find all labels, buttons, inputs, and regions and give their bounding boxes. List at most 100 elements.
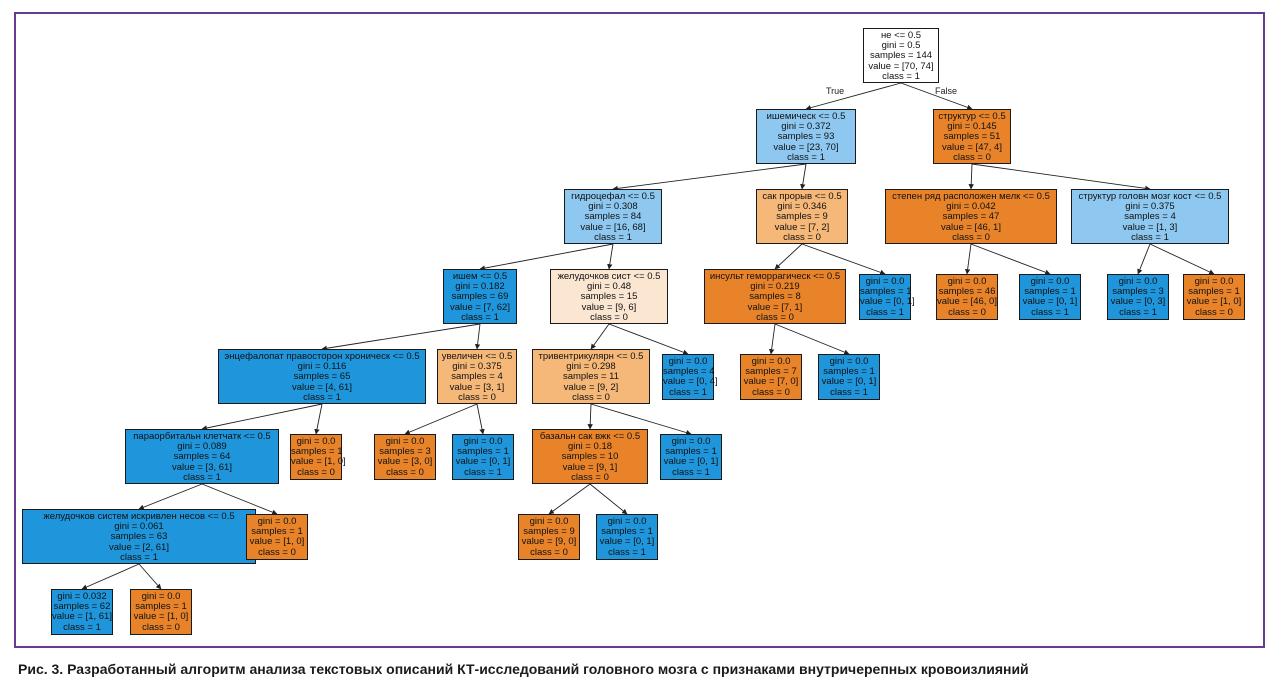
node-line: структур <= 0.5: [938, 111, 1006, 122]
node-line: value = [0, 1]: [860, 296, 915, 308]
false-edge-label: False: [935, 86, 958, 96]
node-line: value = [9, 2]: [563, 381, 619, 393]
node-line: class = 0: [297, 466, 335, 478]
node-line: базальн сак вжк <= 0.5: [539, 431, 641, 442]
node-line: samples = 1: [860, 286, 912, 298]
node-line: сак прорыв <= 0.5: [762, 191, 842, 202]
tree-edge-n16-n23: [404, 403, 478, 435]
tree-edge-n25-n29: [548, 483, 591, 515]
node-line: value = [7, 2]: [774, 221, 830, 233]
node-line: не <= 0.5: [880, 30, 922, 41]
node-line: value = [0, 4]: [663, 376, 718, 388]
node-line: samples = 65: [293, 371, 351, 383]
tree-node-n27: желудочков систем искривлен несов <= 0.5…: [22, 509, 256, 564]
node-line: value = [23, 70]: [773, 141, 839, 153]
node-line: value = [1, 3]: [1122, 221, 1178, 233]
node-line: value = [7, 0]: [743, 376, 799, 388]
tree-edge-n17-n26: [590, 403, 692, 436]
node-line: value = [1, 0]: [291, 456, 346, 468]
node-line: samples = 3: [1112, 286, 1164, 298]
node-line: value = [3, 0]: [377, 456, 433, 468]
node-line: samples = 7: [745, 366, 797, 378]
node-line: samples = 144: [869, 50, 933, 62]
node-line: class = 1: [866, 306, 904, 318]
node-line: гидроцефал <= 0.5: [571, 191, 655, 202]
node-line: class = 0: [953, 151, 991, 163]
node-line: class = 0: [572, 391, 610, 403]
node-line: gini = 0.375: [1125, 201, 1175, 213]
node-line: class = 0: [386, 466, 424, 478]
node-line: желудочков систем искривлен несов <= 0.5: [43, 511, 235, 522]
node-line: gini = 0.0: [463, 436, 503, 447]
node-line: samples = 51: [943, 131, 1001, 143]
node-line: value = [70, 74]: [868, 60, 934, 72]
node-line: class = 1: [669, 386, 707, 398]
tree-edge-n9-n19: [768, 323, 776, 355]
node-line: value = [9, 1]: [562, 461, 618, 473]
node-line: value = [3, 1]: [449, 381, 505, 393]
node-line: class = 1: [830, 386, 868, 398]
node-line: value = [7, 62]: [450, 301, 510, 313]
node-line: samples = 1: [291, 446, 343, 458]
node-line: samples = 10: [561, 451, 619, 463]
node-line: value = [2, 61]: [109, 541, 169, 553]
node-line: gini = 0.219: [750, 281, 800, 293]
node-line: value = [0, 1]: [455, 456, 511, 468]
tree-edge-n5-n12: [970, 243, 1051, 275]
node-line: value = [0, 1]: [821, 376, 877, 388]
tree-edge-n6-n13: [1137, 243, 1151, 275]
node-line: class = 1: [183, 471, 221, 483]
node-line: class = 1: [882, 70, 920, 82]
node-line: class = 1: [464, 466, 502, 478]
node-line: value = [1, 0]: [249, 536, 305, 548]
tree-edge-n1-n4: [800, 163, 807, 190]
node-line: samples = 9: [776, 211, 828, 223]
tree-edge-n3-n8: [607, 243, 614, 270]
node-line: gini = 0.145: [947, 121, 997, 133]
true-edge-label: True: [826, 86, 845, 96]
node-line: class = 1: [594, 231, 632, 243]
node-line: samples = 46: [938, 286, 996, 298]
node-line: value = [3, 61]: [172, 461, 232, 473]
tree-edge-n2-n5: [968, 163, 974, 190]
node-line: value = [46, 1]: [941, 221, 1001, 233]
tree-edge-n8-n18: [608, 323, 689, 355]
node-line: желудочков сист <= 0.5: [557, 271, 661, 282]
node-line: class = 0: [571, 471, 609, 483]
node-line: samples = 4: [1124, 211, 1176, 223]
node-line: value = [7, 1]: [747, 301, 803, 313]
node-line: samples = 47: [942, 211, 1000, 223]
node-line: увеличен <= 0.5: [441, 351, 513, 362]
node-line: gini = 0.182: [455, 281, 505, 293]
node-line: value = [0, 1]: [1022, 296, 1078, 308]
node-line: samples = 63: [110, 531, 168, 543]
node-line: gini = 0.042: [946, 201, 996, 213]
node-line: class = 1: [1131, 231, 1169, 243]
node-line: samples = 1: [665, 446, 717, 458]
node-line: gini = 0.116: [297, 361, 347, 373]
tree-edge-n3-n7: [479, 243, 614, 271]
node-line: class = 0: [458, 391, 496, 403]
tree-edge-n7-n15: [321, 323, 481, 351]
node-line: gini = 0.0: [751, 356, 791, 367]
node-line: gini = 0.48: [586, 281, 632, 293]
node-line: class = 0: [756, 311, 794, 323]
tree-edge-n27-n31: [81, 563, 140, 590]
node-line: ишем <= 0.5: [452, 271, 508, 282]
node-line: samples = 8: [749, 291, 801, 303]
